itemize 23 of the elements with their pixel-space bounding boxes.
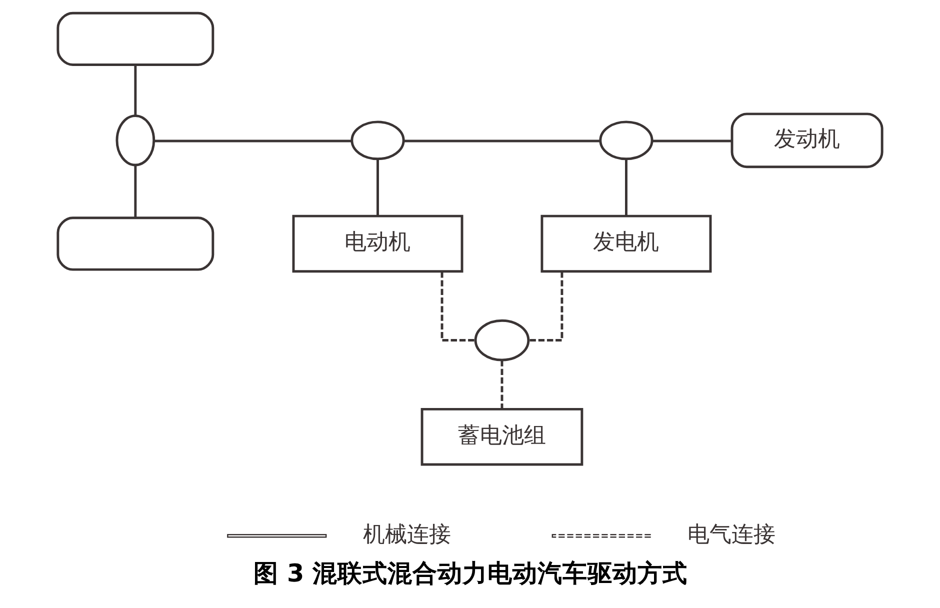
legend-label: 机械连接 bbox=[362, 521, 451, 548]
node-box: 发动机 bbox=[730, 112, 884, 168]
node-ellipse bbox=[599, 120, 654, 160]
node-box bbox=[56, 216, 214, 271]
connector bbox=[404, 140, 600, 142]
connector bbox=[652, 140, 732, 142]
node-ellipse bbox=[116, 114, 156, 166]
connector bbox=[528, 272, 564, 342]
caption: 图 3 混联式混合动力电动汽车驱动方式 bbox=[254, 558, 688, 588]
legend-label: 电气连接 bbox=[688, 521, 776, 548]
connector bbox=[134, 165, 137, 218]
connector bbox=[625, 158, 628, 216]
node-ellipse bbox=[474, 319, 530, 362]
node-box: 蓄电池组 bbox=[420, 408, 584, 466]
node-box: 发电机 bbox=[540, 214, 712, 273]
connector bbox=[376, 158, 379, 216]
node-ellipse bbox=[350, 120, 405, 160]
node-box bbox=[56, 12, 214, 66]
connector bbox=[154, 140, 352, 142]
connector bbox=[134, 65, 137, 116]
node-box: 电动机 bbox=[292, 214, 464, 273]
connector bbox=[440, 272, 476, 342]
connector bbox=[500, 360, 504, 409]
